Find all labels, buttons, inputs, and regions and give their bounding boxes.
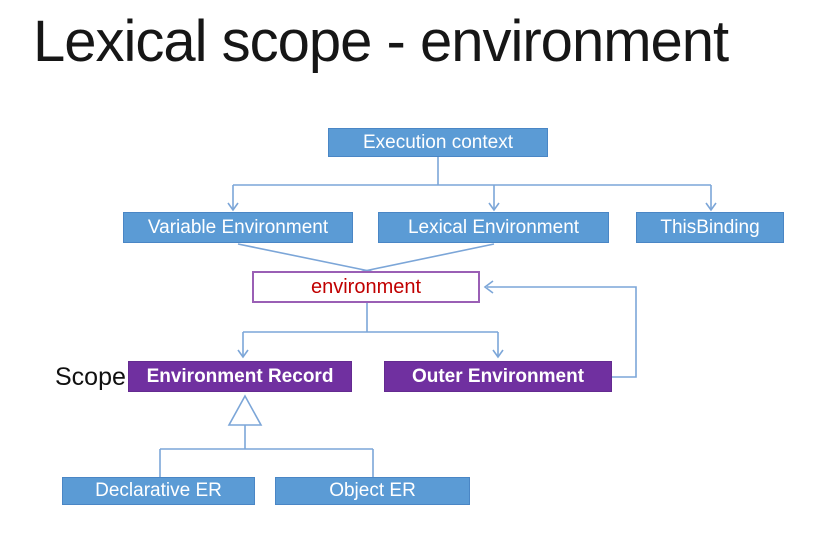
- node-this-binding: ThisBinding: [636, 212, 784, 243]
- node-object-er: Object ER: [275, 477, 470, 505]
- node-outer-environment: Outer Environment: [384, 361, 612, 392]
- node-environment-record-label: Environment Record: [146, 365, 334, 387]
- node-lexical-environment-label: Lexical Environment: [407, 216, 580, 238]
- arrowhead-left-icon: [483, 280, 494, 294]
- node-outer-environment-label: Outer Environment: [411, 365, 585, 387]
- node-declarative-er-label: Declarative ER: [95, 480, 222, 501]
- node-execution-context: Execution context: [328, 128, 548, 157]
- node-variable-environment: Variable Environment: [123, 212, 353, 243]
- arrowhead-down-icon: [492, 349, 504, 359]
- node-execution-context-label: Execution context: [363, 131, 513, 153]
- node-lexical-environment: Lexical Environment: [378, 212, 609, 243]
- edge-outer-loop: [487, 286, 637, 378]
- arrowhead-down-icon: [488, 202, 500, 212]
- arrowhead-down-icon: [237, 349, 249, 359]
- scope-label: Scope: [55, 363, 126, 391]
- node-environment-record: Environment Record: [128, 361, 352, 392]
- node-declarative-er: Declarative ER: [62, 477, 255, 505]
- page-title: Lexical scope - environment: [33, 9, 729, 74]
- arrowhead-down-icon: [227, 202, 239, 212]
- edge-varenv-to-environment: [237, 243, 380, 274]
- inheritance-triangle-icon: [227, 394, 263, 426]
- node-this-binding-label: ThisBinding: [660, 216, 760, 238]
- node-environment-label: environment: [310, 275, 422, 298]
- node-environment: environment: [252, 271, 480, 303]
- edge-lexenv-to-environment: [354, 243, 495, 274]
- arrowhead-down-icon: [705, 202, 717, 212]
- node-object-er-label: Object ER: [329, 480, 416, 501]
- node-variable-environment-label: Variable Environment: [147, 216, 329, 238]
